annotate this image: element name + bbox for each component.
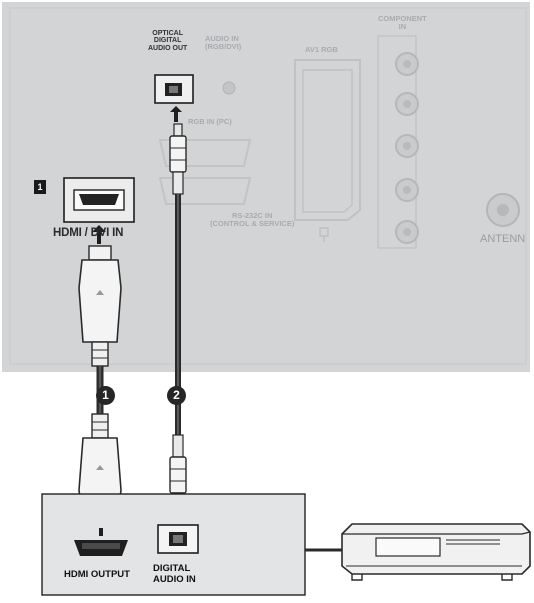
av1-rgb-scart-port <box>294 59 361 221</box>
hdmi-dvi-in-port <box>63 177 135 223</box>
optical-insert-arrow-icon <box>170 106 182 122</box>
antenna-jack <box>486 193 520 227</box>
digital-audio-in-port <box>157 524 199 554</box>
optical-audio-out-label: OPTICAL DIGITAL AUDIO OUT <box>148 30 187 52</box>
digital-audio-label-line-2: AUDIO IN <box>153 573 196 585</box>
step-2-marker: 2 <box>167 386 186 405</box>
digital-audio-in-label: DIGITAL AUDIO IN <box>153 563 196 585</box>
hdmi-insert-arrow-icon <box>92 225 106 244</box>
av1-rgb-label: AV1 RGB <box>305 45 338 54</box>
hdmi-port-number-badge: 1 <box>34 180 46 194</box>
optical-label-line-1: OPTICAL <box>152 30 183 37</box>
optical-label-line-2: DIGITAL <box>153 37 182 45</box>
rs232-label-line-1: RS-232C IN <box>231 211 273 220</box>
optical-label-line-3: AUDIO OUT <box>148 44 188 52</box>
rgb-in-port <box>158 139 252 167</box>
hdmi-dvi-in-label: HDMI / DVI IN <box>53 227 124 239</box>
component-label-line-2: IN <box>398 21 407 31</box>
rs232c-in-label: RS-232C IN (CONTROL & SERVICE) <box>210 211 295 229</box>
set-top-box-icon <box>341 523 531 581</box>
audio-rgb-label-line-1: AUDIO IN <box>205 34 239 43</box>
component-in-label: COMPONENT IN <box>378 15 427 31</box>
component-label-line-1: COMPONENT <box>378 14 427 23</box>
step-1-marker: 1 <box>96 386 115 405</box>
rs232c-in-port <box>158 177 252 205</box>
antenna-label: ANTENN <box>480 233 526 245</box>
rgb-in-pc-label: RGB IN (PC) <box>188 117 232 126</box>
optical-digital-audio-out-port <box>154 74 194 104</box>
hdmi-output-port <box>74 528 128 556</box>
audio-in-jack-icon <box>222 81 236 95</box>
audio-in-rgb-dvi-label: AUDIO IN (RGB/DVI) <box>205 35 241 51</box>
rs232-label-line-2: (CONTROL & SERVICE) <box>210 219 295 229</box>
hdmi-output-label: HDMI OUTPUT <box>64 569 130 580</box>
digital-audio-label-line-1: DIGITAL <box>153 563 191 574</box>
audio-rgb-label-line-2: (RGB/DVI) <box>205 41 242 51</box>
optical-cable <box>169 123 187 508</box>
tv-panel-inner-edge <box>9 7 527 365</box>
hdmi-cable-top-plug <box>78 245 122 367</box>
component-in-jacks <box>377 35 419 249</box>
scart-symbol-icon <box>319 227 329 242</box>
